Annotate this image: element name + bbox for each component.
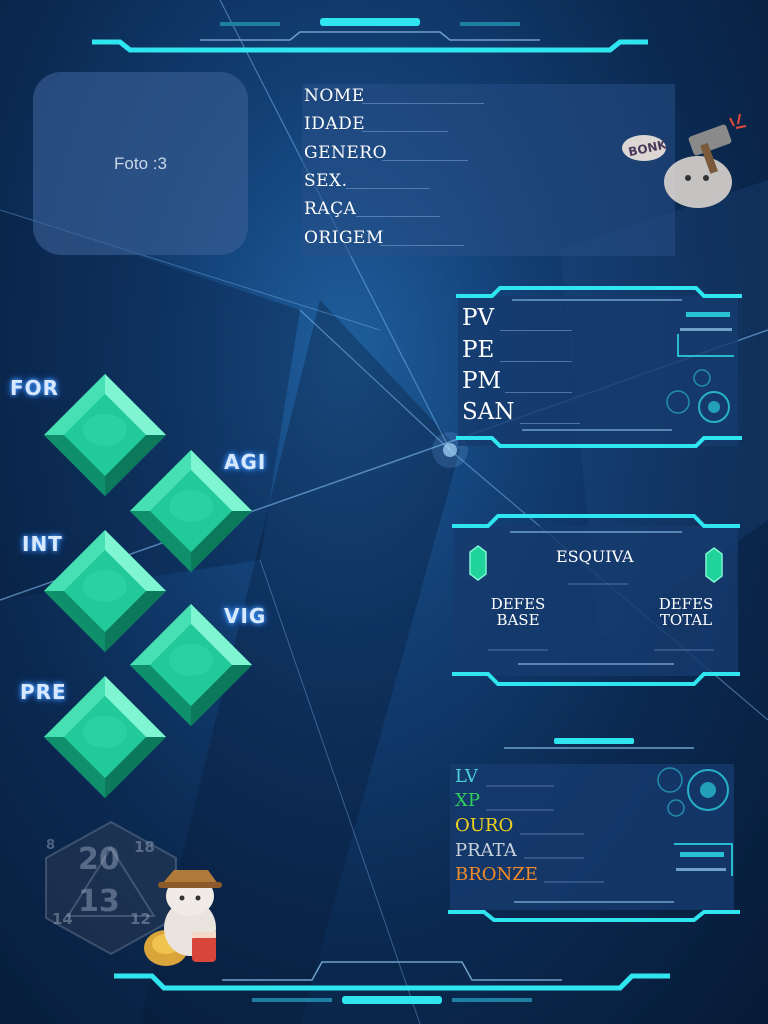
resources-panel-frame <box>448 738 740 922</box>
resource-lv-label: LV <box>455 766 478 787</box>
dice-face-20: 20 <box>78 842 120 877</box>
attribute-agi-gem[interactable] <box>126 446 256 576</box>
stat-pe-line[interactable] <box>500 361 572 362</box>
defesa-total-line2: TOTAL <box>659 611 713 629</box>
dice-face-13: 13 <box>78 884 120 919</box>
field-idade-label: IDADE <box>304 114 366 134</box>
dice-face-12: 12 <box>130 910 151 928</box>
attribute-vig-label: VIG <box>224 604 267 628</box>
defesa-base-label: DEFES BASE <box>486 596 550 628</box>
attribute-int-label: INT <box>22 532 63 556</box>
field-nome-line[interactable] <box>362 103 484 104</box>
field-sex-label: SEX. <box>304 171 348 191</box>
stat-san-label: SAN <box>462 399 515 425</box>
stat-pm-line[interactable] <box>505 392 572 393</box>
photo-label: Foto :3 <box>114 153 167 173</box>
dice-face-18: 18 <box>134 838 155 856</box>
field-origem-label: ORIGEM <box>304 228 384 248</box>
dice-face-14: 14 <box>52 910 73 928</box>
stats-panel-frame <box>456 286 742 448</box>
field-nome-label: NOME <box>304 86 365 106</box>
resource-xp-label: XP <box>455 790 480 811</box>
field-sex-line[interactable] <box>346 188 430 189</box>
stat-pe-label: PE <box>462 337 495 363</box>
resource-ouro-label: OURO <box>455 815 514 836</box>
dice-face-8: 8 <box>46 838 56 853</box>
resource-bronze-label: BRONZE <box>455 864 538 885</box>
cat-mascot-icon <box>144 870 222 966</box>
character-info-panel <box>302 84 675 256</box>
defesa-total-line1: DEFES <box>658 595 714 613</box>
defesa-total-label: DEFES TOTAL <box>652 596 720 628</box>
stat-pv-line[interactable] <box>500 330 572 331</box>
bottom-frame-decoration <box>114 961 670 1004</box>
defense-panel-frame <box>452 514 740 686</box>
bonk-sticker: BONK <box>622 113 747 208</box>
field-raca-line[interactable] <box>356 216 440 217</box>
esquiva-label: ESQUIVA <box>556 547 634 566</box>
d20-dice-icon <box>45 820 177 956</box>
attribute-for-gem[interactable] <box>40 370 170 500</box>
stat-pv-label: PV <box>462 305 495 331</box>
resource-prata-label: PRATA <box>455 840 517 861</box>
field-raca-label: RAÇA <box>304 199 357 219</box>
attribute-for-label: FOR <box>10 376 60 400</box>
field-genero-line[interactable] <box>382 160 468 161</box>
field-idade-line[interactable] <box>362 131 448 132</box>
attribute-agi-label: AGI <box>224 450 267 474</box>
attribute-pre-gem[interactable] <box>40 672 170 802</box>
attribute-vig-gem[interactable] <box>126 600 256 730</box>
field-genero-label: GENERO <box>304 143 388 163</box>
defesa-base-line1: DEFES <box>490 595 546 613</box>
stat-pm-label: PM <box>462 368 502 394</box>
field-origem-line[interactable] <box>380 245 464 246</box>
character-photo-box[interactable]: Foto :3 <box>33 72 248 255</box>
top-frame-decoration <box>92 18 648 53</box>
defesa-base-line2: BASE <box>496 611 540 629</box>
attribute-int-gem[interactable] <box>40 526 170 656</box>
stat-san-line[interactable] <box>520 423 580 424</box>
attribute-pre-label: PRE <box>20 680 67 704</box>
